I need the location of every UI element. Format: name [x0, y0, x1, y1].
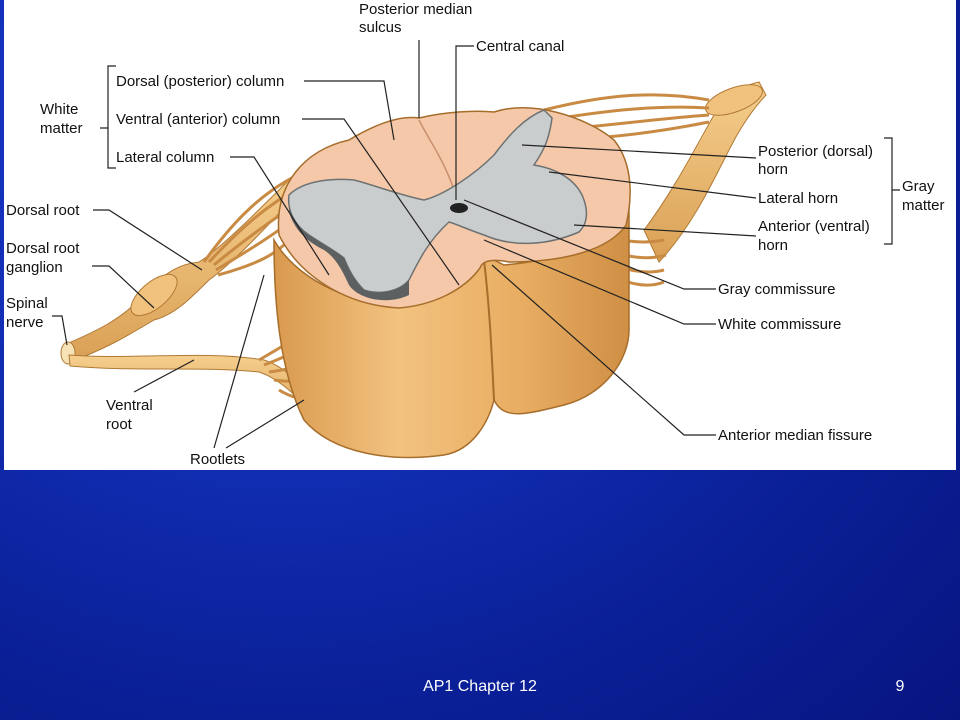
- right-dorsal-rootlet: [543, 93, 710, 112]
- leader-anterior-horn: [573, 224, 757, 237]
- anterior-median-fissure-line: [483, 259, 495, 401]
- label-dorsal-root-ganglion: ganglion: [6, 259, 63, 276]
- label-gray-commissure: Gray commissure: [718, 281, 836, 298]
- leader-white-commissure: [483, 239, 716, 325]
- label-dorsal-root-ganglion: Dorsal root: [6, 240, 80, 257]
- posterior-median-sulcus-line: [418, 119, 455, 191]
- label-dorsal-root: Dorsal root: [6, 202, 80, 219]
- right-spinal-nerve: [643, 81, 767, 263]
- bracket-white-matter: [100, 65, 116, 169]
- footer-title: AP1 Chapter 12: [423, 678, 537, 695]
- label-lateral-horn: Lateral horn: [758, 190, 838, 207]
- leader-dorsal-root-ganglion: [92, 265, 155, 309]
- spinal-cord-figure: Posterior median sulcus Central canal Do…: [4, 0, 956, 470]
- label-ventral-column: Ventral (anterior) column: [116, 111, 280, 128]
- leader-dorsal-column: [304, 80, 395, 141]
- leader-anterior-median-fissure: [491, 264, 716, 436]
- gray-matter-h: [287, 109, 588, 293]
- label-gray-matter: matter: [902, 197, 945, 214]
- label-anterior-median-fissure: Anterior median fissure: [718, 427, 872, 444]
- central-canal: [450, 203, 468, 213]
- label-white-matter: White: [40, 101, 78, 118]
- leader-rootlets-1: [213, 274, 265, 449]
- leader-spinal-nerve: [52, 315, 68, 346]
- label-rootlets: Rootlets: [190, 451, 245, 468]
- label-ventral-root: root: [106, 416, 133, 433]
- right-ganglion: [705, 84, 763, 116]
- gray-matter-depth: [288, 195, 409, 301]
- leader-lines: [52, 40, 900, 449]
- leader-ventral-root: [133, 359, 195, 393]
- label-dorsal-column: Dorsal (posterior) column: [116, 73, 284, 90]
- label-central-canal: Central canal: [476, 38, 564, 55]
- labels: Posterior median sulcus Central canal Do…: [6, 1, 945, 468]
- leader-central-canal: [455, 45, 474, 200]
- leader-lateral-column: [230, 156, 330, 276]
- spinal-cord-diagram: Posterior median sulcus Central canal Do…: [6, 1, 945, 468]
- leader-dorsal-root: [93, 209, 203, 271]
- label-posterior-horn: Posterior (dorsal): [758, 143, 873, 160]
- label-lateral-column: Lateral column: [116, 149, 214, 166]
- bracket-gray-matter: [884, 137, 900, 245]
- label-ventral-root: Ventral: [106, 397, 153, 414]
- leader-posterior-horn: [521, 144, 757, 159]
- label-anterior-horn: horn: [758, 237, 788, 254]
- label-posterior-median-sulcus: sulcus: [359, 19, 402, 36]
- leader-gray-commissure: [463, 199, 716, 290]
- label-white-commissure: White commissure: [718, 316, 841, 333]
- label-spinal-nerve: Spinal: [6, 295, 48, 312]
- label-spinal-nerve: nerve: [6, 314, 44, 331]
- leader-rootlets-2: [225, 399, 305, 449]
- dorsal-root-ganglion: [130, 273, 178, 317]
- label-anterior-horn: Anterior (ventral): [758, 218, 870, 235]
- label-white-matter: matter: [40, 120, 83, 137]
- leader-lateral-horn: [548, 171, 757, 199]
- label-posterior-median-sulcus: Posterior median: [359, 1, 472, 18]
- spinal-cord-segment: [273, 107, 631, 459]
- label-gray-matter: Gray: [902, 178, 935, 195]
- leader-ventral-column: [302, 118, 460, 286]
- label-posterior-horn: horn: [758, 161, 788, 178]
- slide-number: 9: [895, 678, 905, 695]
